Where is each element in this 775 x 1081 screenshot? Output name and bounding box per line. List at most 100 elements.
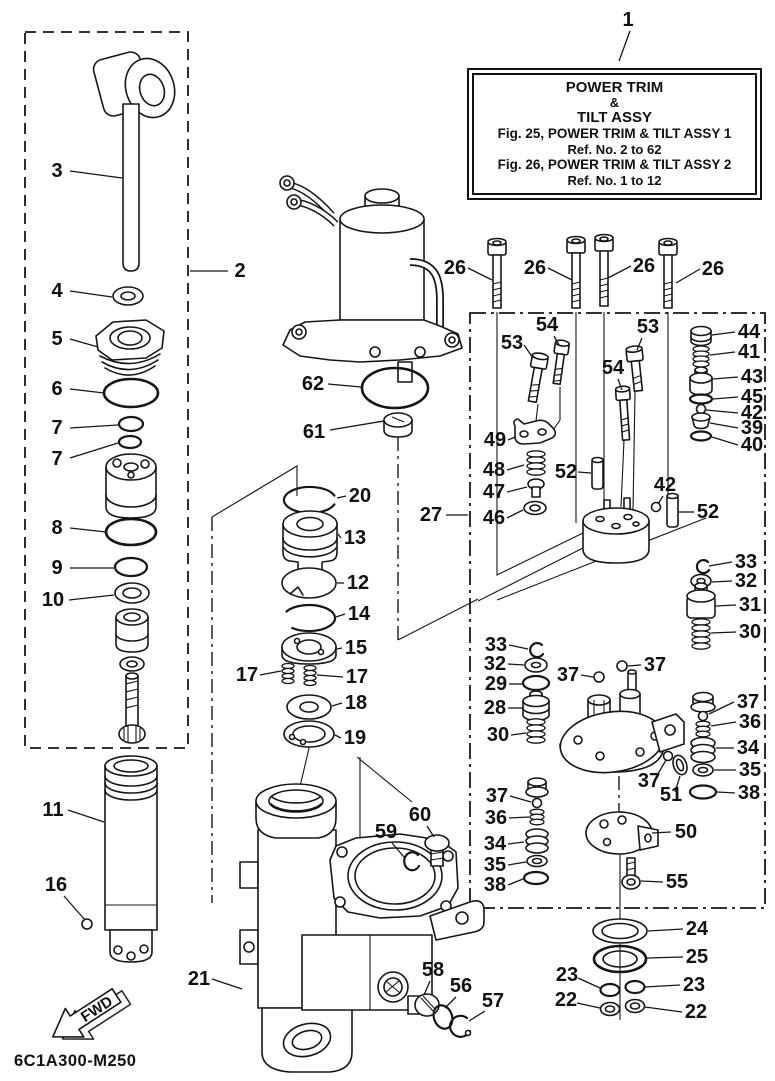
leader-line-30 (710, 631, 737, 634)
part-spring-30-right (691, 618, 711, 650)
leader-line-26 (675, 268, 701, 284)
part-clip-59 (403, 851, 421, 872)
part-label-15: 15 (345, 637, 367, 659)
leader-line-47 (506, 486, 528, 493)
part-label-28: 28 (484, 697, 506, 719)
part-label-29: 29 (485, 673, 507, 695)
leader-line-23 (577, 977, 601, 989)
part-plug-58 (407, 993, 440, 1017)
part-label-26: 26 (524, 257, 546, 279)
part-label-2: 2 (234, 260, 245, 282)
part-label-59: 59 (375, 821, 397, 843)
part-oring-40 (689, 430, 713, 442)
part-bolt-53-right (625, 345, 644, 393)
part-washer-small (119, 656, 145, 672)
part-ball-42b (650, 501, 662, 513)
leader-line-42 (657, 495, 664, 505)
part-label-54: 54 (536, 314, 559, 336)
part-ball-37c (662, 750, 674, 762)
part-label-38: 38 (738, 782, 760, 804)
part-label-26: 26 (702, 258, 724, 280)
leader-line-37 (509, 795, 532, 803)
leader-line-30 (510, 732, 527, 736)
part-label-30: 30 (487, 724, 509, 746)
part-end-plate-50 (585, 811, 659, 855)
part-label-21: 21 (188, 968, 210, 990)
title-fig-25: Fig. 25, POWER TRIM & TILT ASSY 1 (497, 126, 732, 141)
leader-line-53 (523, 344, 534, 359)
part-pin-52-right (666, 492, 679, 528)
part-label-34: 34 (737, 737, 760, 759)
leader-line-17 (316, 674, 344, 678)
part-seal-51 (672, 754, 688, 776)
part-ball-37a (593, 671, 605, 683)
part-snap-ring-20 (282, 485, 336, 515)
part-bracket-49 (513, 418, 557, 445)
leader-line-62 (327, 383, 362, 388)
part-housing-21 (239, 783, 485, 1073)
leader-line-37 (627, 664, 642, 667)
part-label-33: 33 (735, 551, 757, 573)
part-label-55: 55 (666, 871, 688, 893)
part-label-17: 17 (236, 664, 258, 686)
part-bolt-26-3 (594, 233, 614, 307)
part-label-57: 57 (482, 990, 504, 1012)
part-manifold (582, 497, 650, 564)
leader-line-54 (617, 378, 623, 391)
part-label-9: 9 (51, 557, 62, 579)
part-label-35: 35 (484, 854, 506, 876)
check-valve-stack-right (688, 691, 718, 800)
part-label-33: 33 (485, 634, 507, 656)
part-label-32: 32 (735, 570, 757, 592)
leader-line-26 (547, 267, 573, 281)
leader-line-37 (580, 674, 594, 678)
leader-line-39 (709, 422, 739, 429)
part-label-11: 11 (42, 799, 63, 821)
part-label-4: 4 (51, 280, 63, 302)
leader-line-50 (651, 831, 672, 834)
leader-line-36 (710, 721, 737, 727)
leader-line-31 (715, 604, 737, 607)
leader-line-11 (67, 809, 105, 823)
leader-line-4 (69, 290, 113, 298)
leader-line-7 (69, 442, 119, 459)
part-label-18: 18 (345, 692, 367, 714)
leader-line-22 (644, 1006, 683, 1013)
leader-line-38 (716, 791, 736, 794)
part-label-22: 22 (685, 1001, 707, 1023)
part-label-8: 8 (51, 517, 62, 539)
leader-line-42 (705, 409, 739, 414)
part-label-17: 17 (346, 666, 368, 688)
part-gland-nut-5 (95, 319, 165, 376)
part-label-36: 36 (739, 711, 761, 733)
part-spring-30-left (526, 718, 546, 744)
part-label-12: 12 (347, 572, 369, 594)
part-cylinder-11 (104, 755, 158, 963)
part-label-37: 37 (486, 785, 508, 807)
part-bolt-26-4 (658, 237, 678, 309)
part-guide-15 (281, 632, 337, 665)
part-label-51: 51 (660, 784, 682, 806)
part-spring-41 (692, 345, 710, 368)
part-label-56: 56 (450, 975, 472, 997)
leader-line-56 (444, 996, 457, 1009)
part-label-24: 24 (686, 918, 709, 940)
leader-line-6 (69, 388, 105, 394)
leader-line-37 (708, 701, 735, 715)
fwd-arrow: FWD (51, 987, 132, 1040)
leader-line-5 (69, 338, 99, 348)
leader-line-13 (337, 533, 342, 539)
title-ref-25: Ref. No. 2 to 62 (567, 142, 662, 157)
part-bolt-26-2 (566, 235, 586, 309)
part-spring-48 (526, 450, 546, 476)
leader-line-26 (607, 265, 632, 279)
leader-line-33 (508, 644, 529, 650)
part-label-61: 61 (303, 421, 325, 443)
part-washer-4 (112, 286, 144, 306)
leader-line-57 (468, 1010, 486, 1022)
part-label-37: 37 (644, 654, 666, 676)
leader-line-40 (711, 436, 739, 446)
part-label-43: 43 (741, 366, 763, 388)
part-spring-17-right (303, 664, 317, 687)
